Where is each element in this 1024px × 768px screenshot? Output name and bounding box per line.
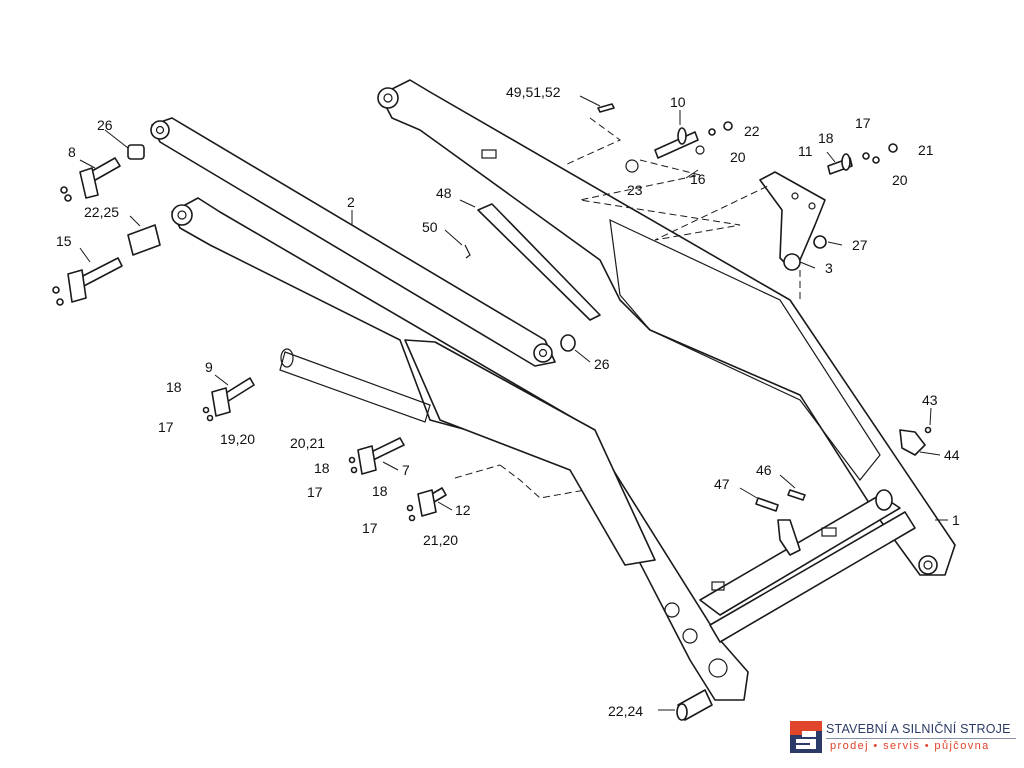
label-18-c: 18	[314, 460, 330, 476]
label-16: 16	[690, 171, 706, 187]
label-9: 9	[205, 359, 213, 375]
label-7: 7	[402, 462, 410, 478]
label-43: 43	[922, 392, 938, 408]
label-1: 1	[952, 512, 960, 528]
label-47: 47	[714, 476, 730, 492]
label-17-b: 17	[158, 419, 174, 435]
brand-title: STAVEBNÍ A SILNIČNÍ STROJE	[826, 722, 1011, 736]
label-18-d: 18	[372, 483, 388, 499]
label-18-a: 18	[818, 130, 834, 146]
label-20-a: 20	[730, 149, 746, 165]
label-26-a: 26	[97, 117, 113, 133]
label-22-25: 22,25	[84, 204, 119, 220]
label-17-a: 17	[855, 115, 871, 131]
label-26-b: 26	[594, 356, 610, 372]
label-18-b: 18	[166, 379, 182, 395]
label-10: 10	[670, 94, 686, 110]
label-50: 50	[422, 219, 438, 235]
brand-divider	[826, 738, 1016, 739]
label-17-c: 17	[307, 484, 323, 500]
label-21: 21	[918, 142, 934, 158]
label-15: 15	[56, 233, 72, 249]
leader-lines	[79, 95, 948, 711]
label-22: 22	[744, 123, 760, 139]
hydraulic-cylinder-outline	[279, 348, 431, 423]
bracket-3	[759, 171, 827, 271]
label-22-24: 22,24	[608, 703, 643, 719]
label-23: 23	[627, 182, 643, 198]
part-labels: 1 2 3 7 8 9 10 11 12 15 16 17 17 17 17 1…	[56, 84, 960, 719]
label-20-21: 20,21	[290, 435, 325, 451]
label-17-d: 17	[362, 520, 378, 536]
company-brand: STAVEBNÍ A SILNIČNÍ STROJE prodej • serv…	[790, 721, 1018, 755]
label-3: 3	[825, 260, 833, 276]
strut-48	[477, 203, 601, 321]
brand-subtitle: prodej • servis • půjčovna	[830, 740, 990, 752]
label-49-51-52: 49,51,52	[506, 84, 561, 100]
label-11: 11	[798, 143, 813, 159]
link-arm-2	[150, 117, 556, 367]
company-logo-icon	[790, 721, 822, 753]
loader-frame	[171, 79, 956, 701]
label-44: 44	[944, 447, 960, 463]
label-12: 12	[455, 502, 471, 518]
label-46: 46	[756, 462, 772, 478]
label-48: 48	[436, 185, 452, 201]
assembly-lines	[454, 117, 801, 499]
label-8: 8	[68, 144, 76, 160]
hardware	[52, 103, 932, 721]
label-20-b: 20	[892, 172, 908, 188]
label-2: 2	[347, 194, 355, 210]
label-21-20: 21,20	[423, 532, 458, 548]
label-27: 27	[852, 237, 868, 253]
label-19-20: 19,20	[220, 431, 255, 447]
